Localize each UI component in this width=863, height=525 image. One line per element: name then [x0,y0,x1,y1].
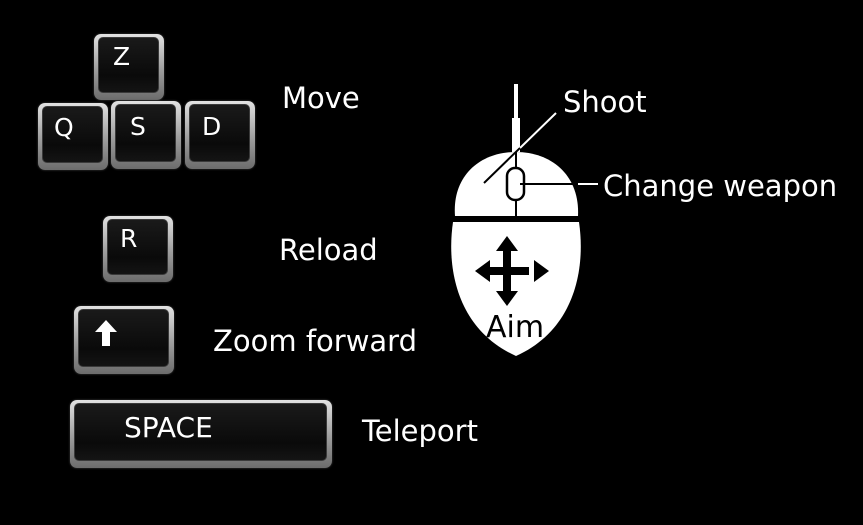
change-weapon-label: Change weapon [603,169,838,203]
s-key: S [111,101,181,169]
zoom-forward-label: Zoom forward [213,324,418,358]
r-key: R [103,216,173,282]
r-key-face [107,219,168,275]
q-key: Q [38,103,108,170]
reload-label: Reload [279,233,378,267]
z-key-face [98,37,159,93]
move-label: Move [282,81,360,115]
r-key-label: R [120,224,138,253]
d-key-label: D [202,112,222,141]
space-key-label: SPACE [124,411,213,444]
aim-arrows-icon [475,236,549,306]
z-key: Z [94,34,164,100]
q-key-label: Q [54,113,74,142]
d-key: D [185,101,255,169]
z-key-label: Z [113,42,131,71]
up-arrow-key [74,306,174,374]
aim-label: Aim [486,310,545,345]
up-arrow-key-face [78,309,169,367]
d-key-face [189,104,250,162]
shoot-label: Shoot [563,85,647,119]
q-key-face [42,106,103,163]
space-key-face [74,403,327,461]
up-arrow-icon [95,320,117,346]
s-key-label: S [130,112,146,141]
space-key: SPACE [70,400,332,468]
mouse-icon [451,84,598,356]
teleport-label: Teleport [362,414,478,448]
s-key-face [115,104,176,162]
